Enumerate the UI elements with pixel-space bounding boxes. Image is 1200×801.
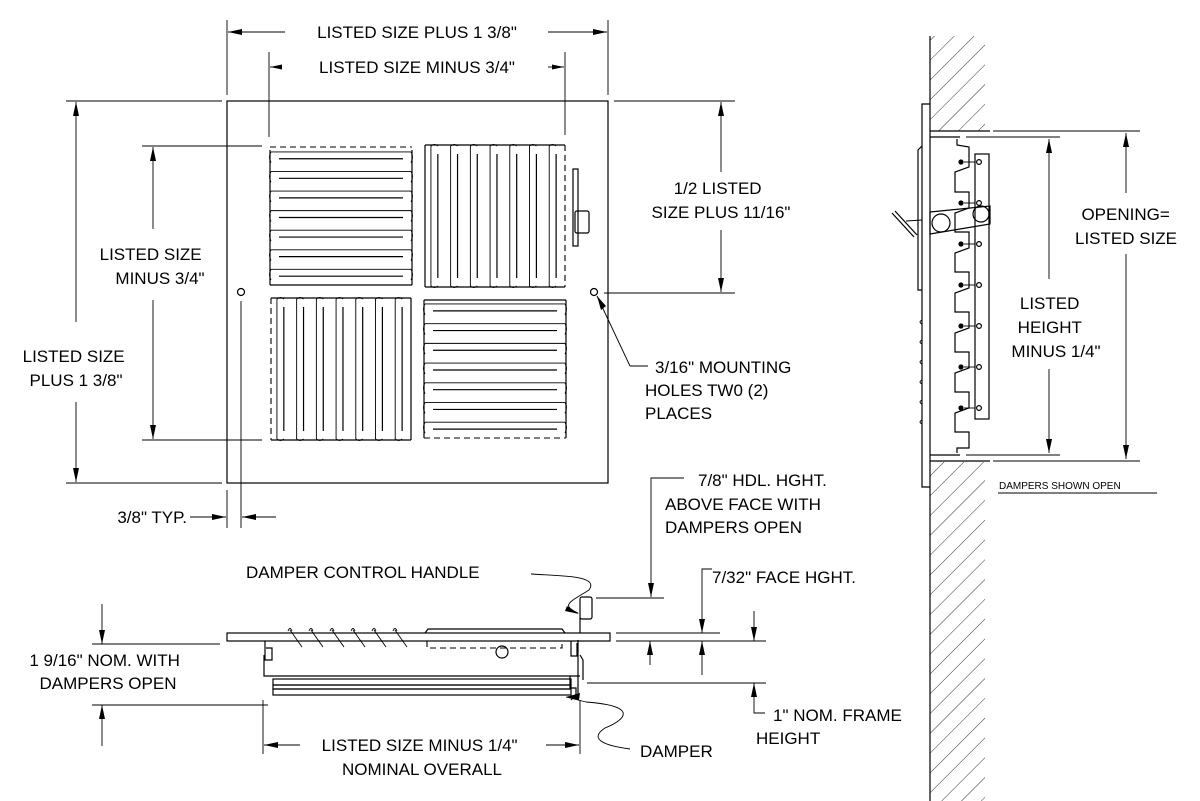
- rivet: [958, 323, 964, 329]
- dim-opening-height: LISTED SIZE MINUS 3/4": [100, 245, 207, 288]
- rivet: [958, 200, 964, 206]
- front-view: LISTED SIZE PLUS 1 3/8" LISTED SIZE MINU…: [23, 20, 796, 528]
- louver-edge: [919, 419, 923, 425]
- dim-half-height: 1/2 LISTED SIZE PLUS 11/16": [652, 179, 791, 222]
- rivet: [975, 323, 982, 330]
- louver-quadrant-top-left: [269, 146, 413, 286]
- louver-tip: [392, 628, 398, 632]
- louver-edge: [919, 379, 923, 385]
- louver-quadrant-bottom-left: [270, 297, 412, 441]
- section-view: 1 9/16" NOM. WITH DAMPERS OPEN LISTED SI…: [29, 471, 907, 779]
- section-face-plate: [226, 632, 611, 642]
- louver-blade: [289, 629, 303, 648]
- louver-quadrant-bottom-right: [423, 299, 567, 439]
- mounting-hole-left: [236, 287, 246, 297]
- louver-edge: [919, 339, 923, 345]
- damper-lever-slot: [572, 168, 579, 247]
- grille-face-outline: [226, 100, 609, 484]
- dim-face-height: 7/32" FACE HGHT.: [712, 568, 856, 587]
- dim-opening-listed: OPENING= LISTED SIZE: [1075, 205, 1177, 248]
- dim-border-typ: 3/8" TYP.: [117, 508, 187, 527]
- louver-tip: [371, 628, 377, 632]
- louver-blade: [331, 629, 345, 648]
- louver-blade: [373, 629, 387, 648]
- damper-linkage-bar: [974, 153, 990, 420]
- louver-tip: [329, 628, 335, 632]
- louver-blade: [394, 629, 408, 648]
- label-damper: DAMPER: [640, 742, 713, 761]
- louver-blade: [310, 629, 324, 648]
- dim-frame-height: 1" NOM. FRAME HEIGHT: [756, 706, 907, 748]
- rivet: [958, 364, 964, 370]
- dim-nominal-depth: 1 9/16" NOM. WITH DAMPERS OPEN: [29, 651, 184, 693]
- louver-blade: [352, 629, 366, 648]
- note-dampers-open: DAMPERS SHOWN OPEN: [999, 481, 1121, 492]
- rivet: [975, 364, 982, 371]
- wall-bottom: [930, 462, 985, 801]
- louver-edge: [919, 399, 923, 405]
- louver-tip: [287, 628, 293, 632]
- rivet: [975, 405, 982, 412]
- rivet: [975, 282, 982, 289]
- mounting-hole-right: [589, 287, 599, 297]
- dim-overall-height: LISTED SIZE PLUS 1 3/8": [23, 347, 130, 390]
- rivet: [975, 159, 982, 166]
- damper-handle: [929, 205, 991, 235]
- louver-edge: [919, 359, 923, 365]
- louver-edge: [919, 319, 923, 325]
- dim-nominal-overall: LISTED SIZE MINUS 1/4" NOMINAL OVERALL: [322, 736, 523, 779]
- section-damper-handle: [579, 596, 593, 620]
- note-mounting-holes: 3/16" MOUNTING HOLES TW0 (2) PLACES: [645, 358, 796, 423]
- side-view: LISTED HEIGHT MINUS 1/4" OPENING= LISTED…: [891, 36, 1177, 801]
- label-damper-control-handle: DAMPER CONTROL HANDLE: [246, 563, 480, 582]
- wall-top: [930, 36, 985, 131]
- louver-quadrant-top-right: [424, 144, 566, 288]
- rivet: [975, 241, 982, 248]
- rivet: [958, 241, 964, 247]
- rivet: [958, 159, 964, 165]
- damper-lever-knob: [574, 210, 590, 234]
- rivet: [958, 405, 964, 411]
- dim-overall-width: LISTED SIZE PLUS 1 3/8": [317, 23, 517, 42]
- rivet: [958, 282, 964, 288]
- louver-tip: [308, 628, 314, 632]
- rivet: [975, 200, 982, 207]
- dim-opening-width: LISTED SIZE MINUS 3/4": [319, 58, 515, 77]
- dim-listed-height: LISTED HEIGHT MINUS 1/4": [1011, 294, 1100, 361]
- damper-blade-profile: [954, 139, 970, 453]
- note-handle-height: 7/8" HDL. HGHT. ABOVE FACE WITH DAMPERS …: [665, 471, 832, 537]
- louver-tip: [350, 628, 356, 632]
